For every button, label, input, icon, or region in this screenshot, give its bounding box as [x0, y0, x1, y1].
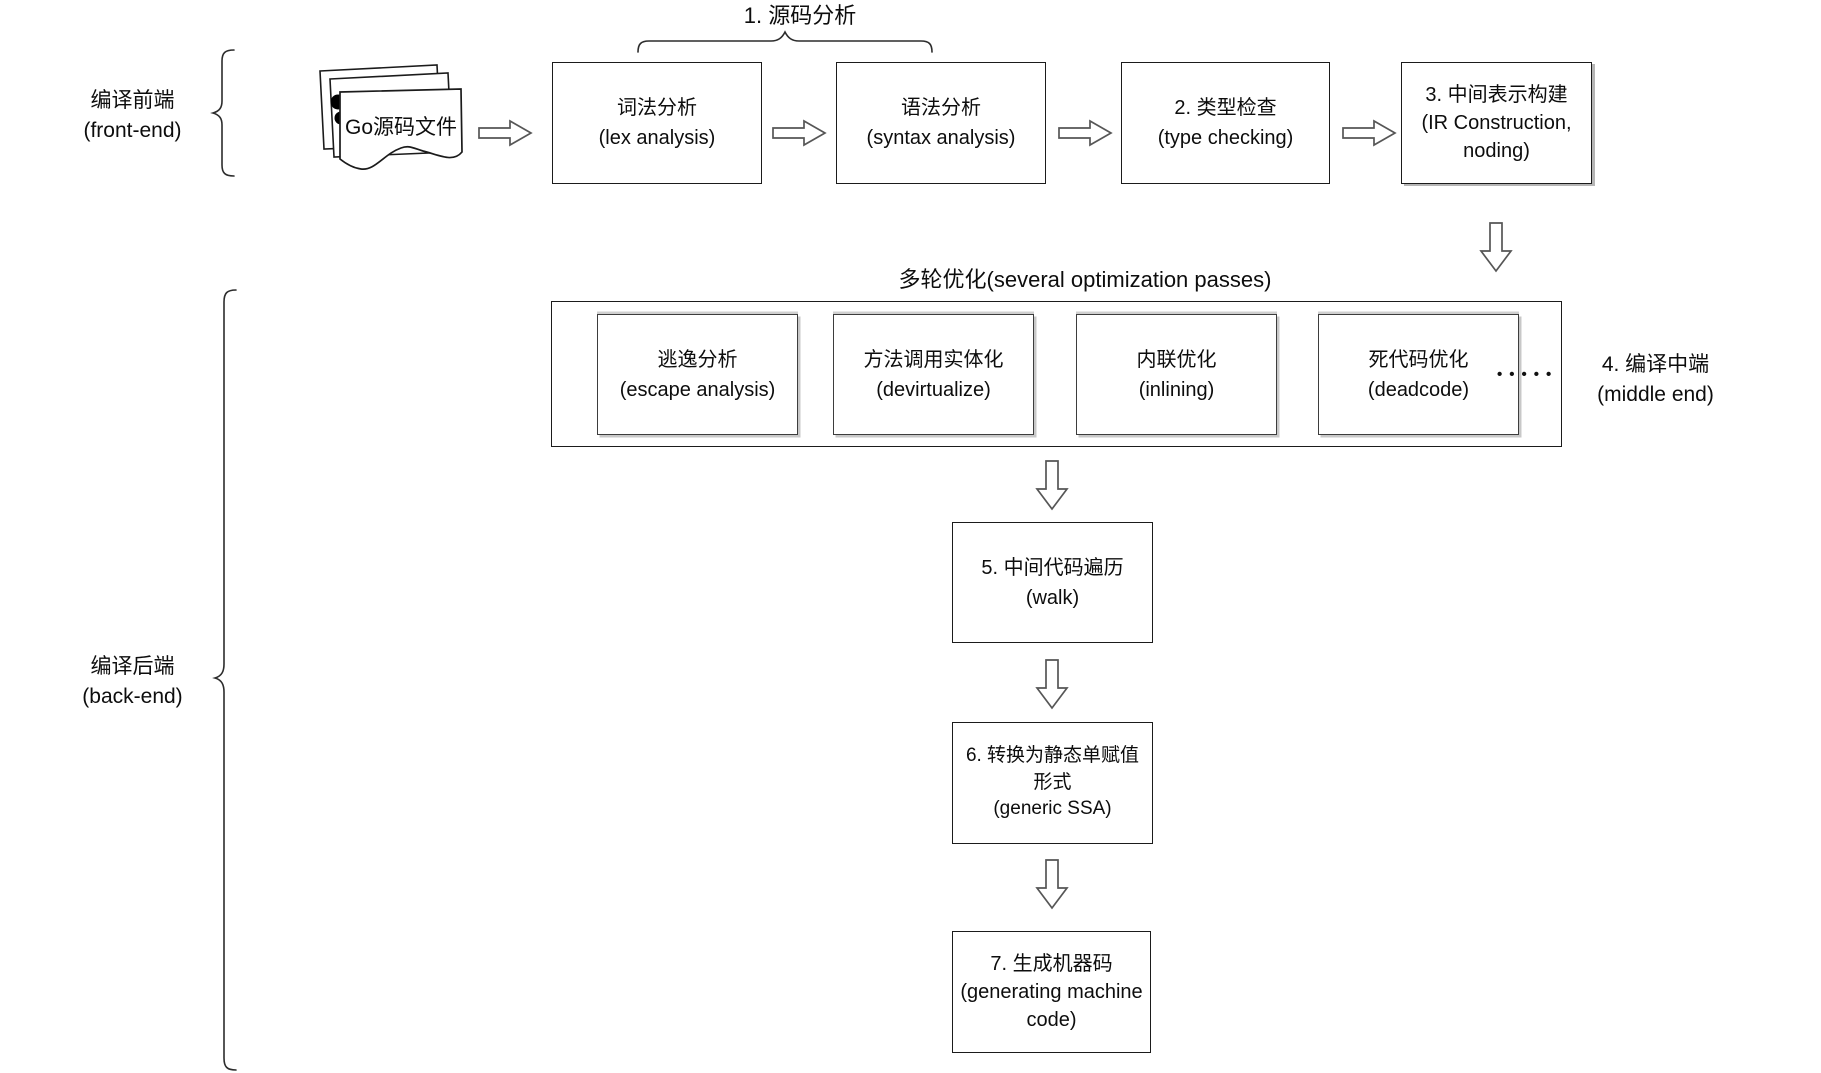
arrow-right-icon	[1342, 119, 1397, 147]
source-analysis-group-label: 1. 源码分析	[743, 3, 857, 28]
step-box-generic-ssa: 6. 转换为静态单赋值 形式 (generic SSA)	[952, 722, 1153, 844]
pass-box-inlining: 内联优化 (inlining)	[1076, 314, 1277, 435]
step-box-type-checking: 2. 类型检查 (type checking)	[1121, 62, 1330, 184]
pass-box-deadcode: 死代码优化 (deadcode)	[1318, 314, 1519, 435]
page-front	[339, 88, 463, 170]
arrow-down-icon	[1035, 460, 1069, 511]
arrow-down-icon	[1479, 222, 1513, 273]
go-source-file-label: Go源码文件	[345, 116, 457, 139]
middle-end-label: 4. 编译中端 (middle end)	[1597, 353, 1714, 407]
step-box-lex-analysis: 词法分析 (lex analysis)	[552, 62, 762, 184]
step-box-ir-construction: 3. 中间表示构建 (IR Construction, noding)	[1401, 62, 1592, 184]
horizontal-brace-source-analysis	[637, 30, 933, 53]
curly-brace-front-end	[210, 49, 235, 177]
arrow-down-icon	[1035, 659, 1069, 710]
step-box-codegen: 7. 生成机器码 (generating machine code)	[952, 931, 1151, 1053]
arrow-right-icon	[772, 119, 827, 147]
front-end-label: 编译前端 (front-end)	[83, 89, 182, 143]
back-end-label: 编译后端 (back-end)	[82, 655, 183, 709]
step-box-syntax-analysis: 语法分析 (syntax analysis)	[836, 62, 1046, 184]
more-passes-ellipsis: •••••	[1497, 366, 1559, 383]
step-box-walk: 5. 中间代码遍历 (walk)	[952, 522, 1153, 643]
pass-box-devirtualize: 方法调用实体化 (devirtualize)	[833, 314, 1034, 435]
arrow-right-icon	[478, 119, 533, 147]
pass-box-escape-analysis: 逃逸分析 (escape analysis)	[597, 314, 798, 435]
arrow-down-icon	[1035, 859, 1069, 910]
curly-brace-back-end	[212, 289, 237, 1071]
optimization-band-label: 多轮优化(several optimization passes)	[898, 267, 1272, 292]
go-source-files-icon: Go源码文件	[319, 64, 463, 170]
arrow-right-icon	[1058, 119, 1113, 147]
